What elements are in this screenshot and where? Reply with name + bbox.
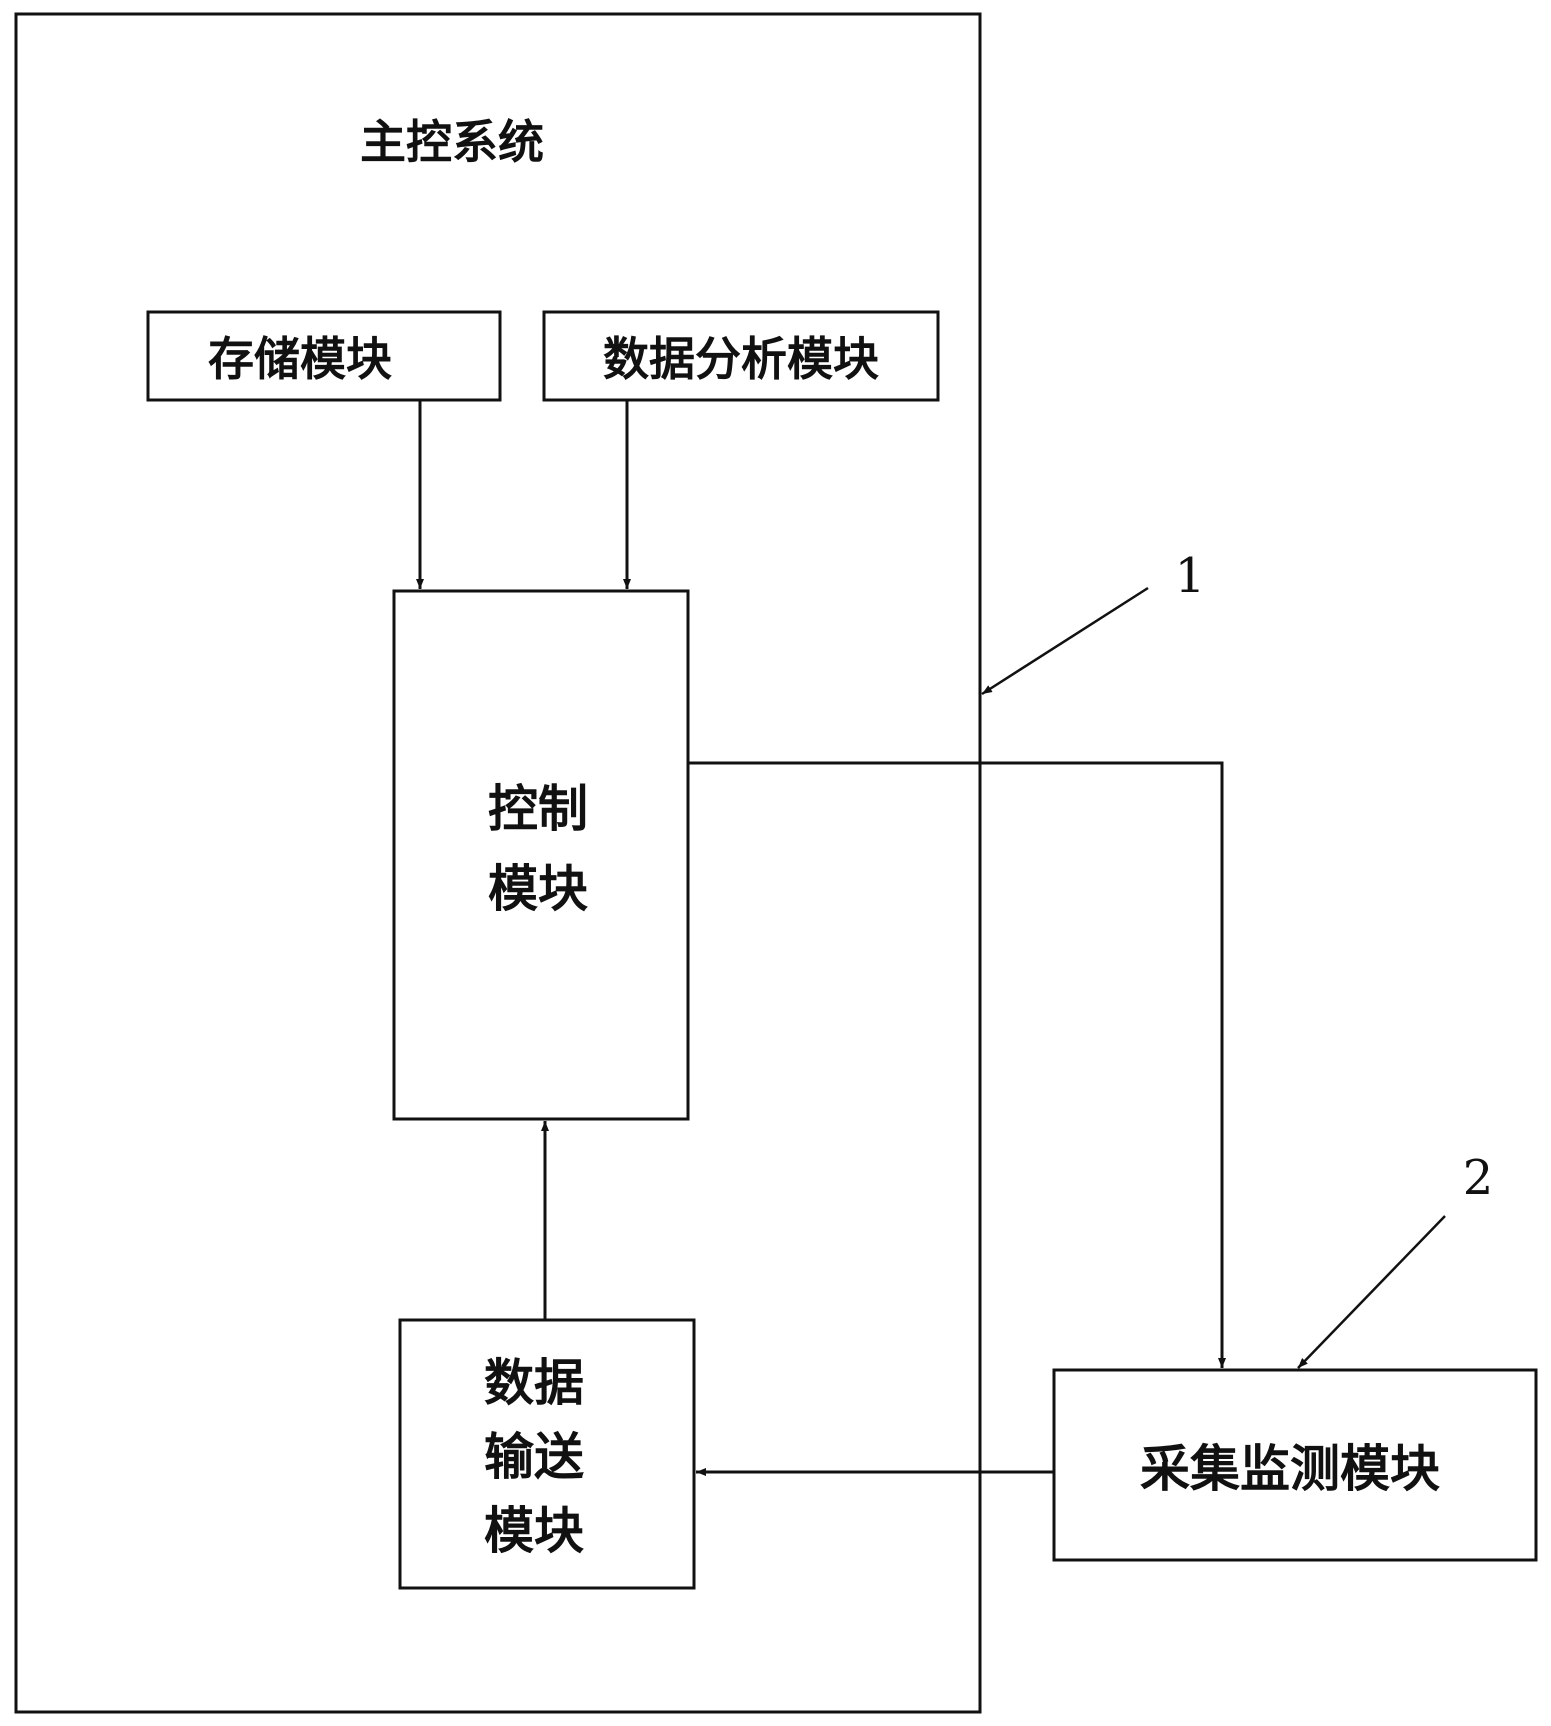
data-transmission-module: 数据 输送 模块 [398,1318,696,1590]
data-transmission-label-line1: 数据 [484,1354,584,1412]
data-transmission-label-line2: 输送 [484,1428,584,1486]
leader-ref-1 [981,586,1149,696]
data-analysis-module: 数据分析模块 [542,310,940,402]
control-module-label-line2: 模块 [488,860,588,918]
arrow-control-to-acquisition [688,761,1226,1368]
control-module: 控制 模块 [392,589,690,1121]
main-system-frame [14,12,982,1714]
acquisition-monitoring-module: 采集监测模块 [1052,1368,1538,1562]
storage-module-label: 存储模块 [208,332,392,386]
storage-module: 存储模块 [146,310,502,402]
main-system-title: 主控系统 [360,115,544,169]
reference-number-1: 1 [1175,548,1206,604]
acquisition-monitoring-label: 采集监测模块 [1140,1440,1440,1498]
data-transmission-label-line3: 模块 [484,1502,584,1560]
data-analysis-module-label: 数据分析模块 [603,332,879,386]
control-module-label-line1: 控制 [488,780,588,838]
leader-ref-2 [1297,1215,1446,1369]
reference-number-2: 2 [1463,1150,1494,1206]
